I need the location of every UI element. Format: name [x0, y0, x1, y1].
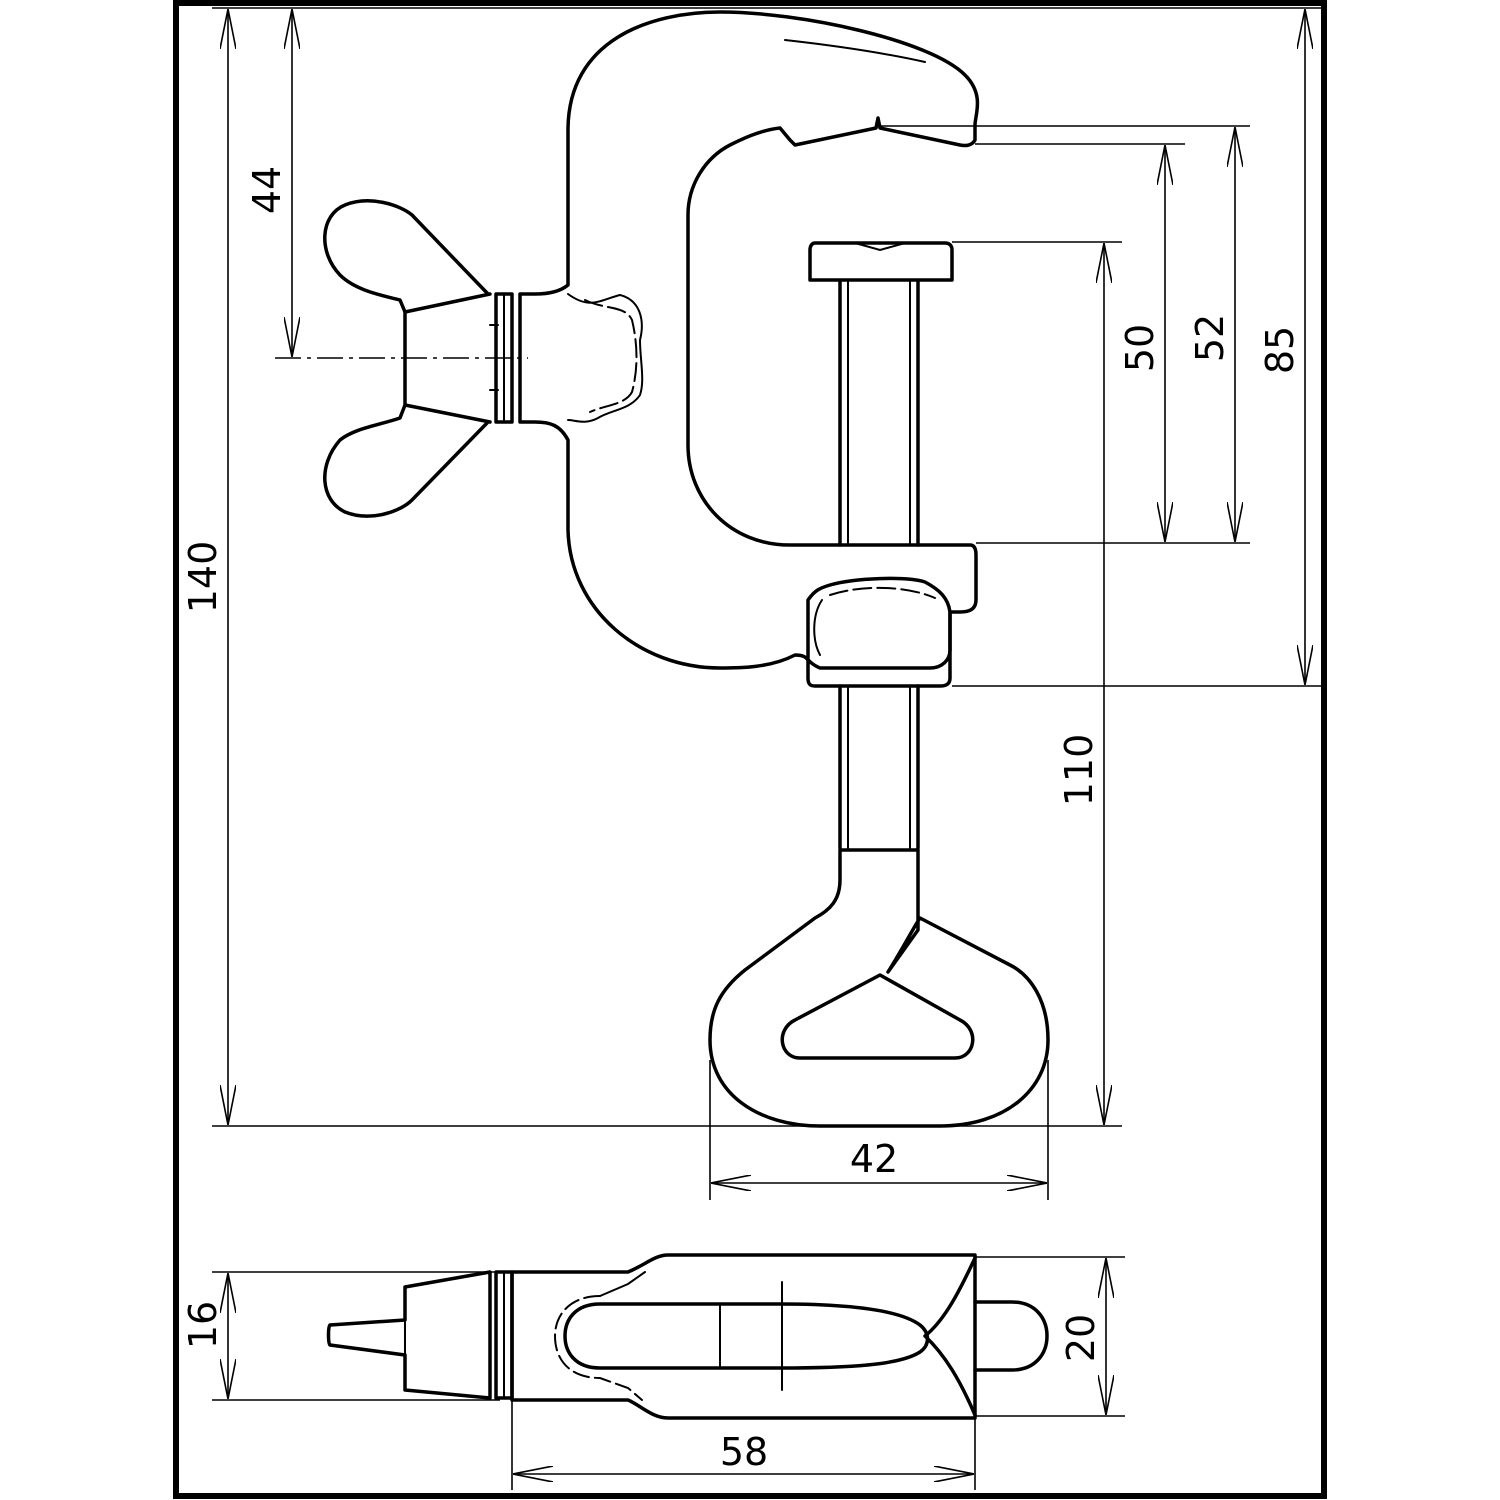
clamp-frame	[518, 10, 980, 670]
dim-44-label: 44	[245, 166, 289, 214]
spindle-boss-inner	[829, 586, 936, 599]
top-spindle-end	[973, 1300, 1049, 1372]
jaw-highlight	[784, 39, 926, 63]
top-view	[326, 1253, 1049, 1420]
spindle-boss-side	[813, 599, 823, 656]
top-wedge	[923, 1256, 977, 1417]
dim-140-label: 140	[181, 541, 225, 614]
dim-16-label: 16	[181, 1301, 225, 1349]
dim-50-label: 50	[1118, 324, 1162, 372]
spindle-boss	[806, 576, 952, 688]
dim-58-label: 58	[720, 1430, 768, 1474]
dim-52-label: 52	[1188, 314, 1232, 362]
wing-screw-boss	[567, 293, 644, 423]
handle-loop	[708, 848, 1050, 1128]
top-wing-nut	[326, 1270, 492, 1400]
spindle-pad	[808, 241, 954, 282]
dim-110-label: 110	[1057, 734, 1101, 807]
handle-window	[780, 973, 975, 1060]
front-view	[275, 10, 1050, 1128]
top-slot-outline-upper	[599, 1271, 646, 1297]
dim-42-label: 42	[850, 1137, 898, 1181]
wing-nut	[323, 199, 492, 518]
dim-20-label: 20	[1059, 1314, 1103, 1362]
drawing-frame	[173, 0, 1327, 1499]
dim-85-label: 85	[1258, 326, 1302, 374]
pad-notch	[854, 242, 906, 252]
top-view-dimensions: 16 20 58	[181, 1256, 1125, 1490]
front-view-dimensions: 140 44 110 50 52 85 42	[181, 7, 1322, 1200]
top-body	[510, 1253, 977, 1420]
top-slot-outline	[553, 1295, 643, 1401]
top-slot	[563, 1302, 930, 1370]
wing-screw-boss-inner	[584, 299, 638, 413]
